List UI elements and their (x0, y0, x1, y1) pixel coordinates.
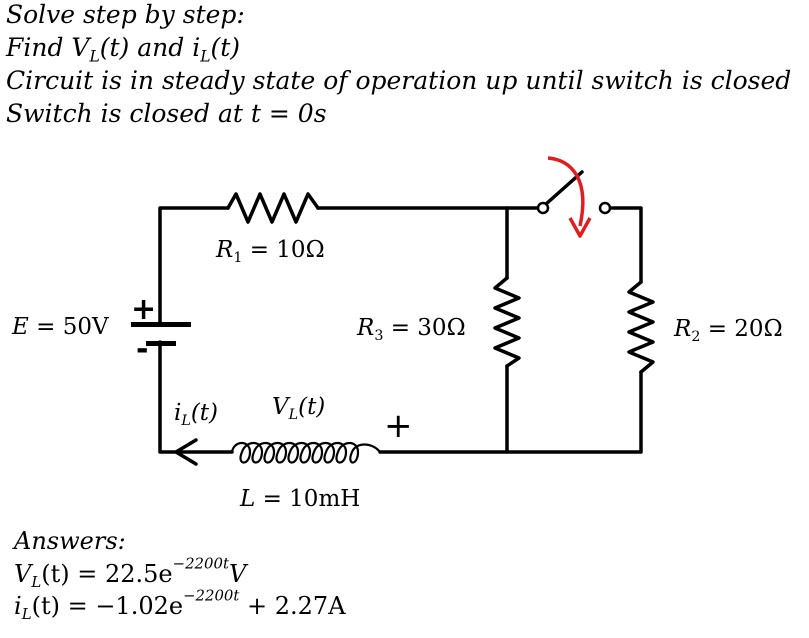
resistor-r3 (493, 276, 521, 368)
source-label: E = 50V (12, 314, 109, 340)
problem-line-1: Solve step by step: (6, 0, 245, 29)
wire-right-top (610, 206, 643, 284)
answers-title: Answers: (14, 527, 126, 555)
wire-top-middle (316, 206, 509, 280)
switch-contact-right (598, 201, 612, 215)
switch-arrow (547, 156, 585, 227)
problem-line-4: Switch is closed at t = 0s (6, 99, 327, 128)
r2-label: R2 = 20Ω (674, 316, 783, 345)
current-label: iL(t) (174, 400, 219, 429)
problem-line-2: Find VL(t) and iL(t) (6, 33, 241, 66)
answer-voltage: VL(t) = 22.5e−2200tV (14, 554, 247, 592)
r3-label: R3 = 30Ω (357, 315, 466, 344)
source-minus-sign: - (136, 332, 149, 367)
switch-contact-left (536, 201, 550, 215)
battery-long-plate (131, 322, 191, 327)
inductor-label: L = 10mH (240, 486, 361, 512)
resistor-r2 (627, 280, 655, 374)
battery-short-plate (146, 341, 176, 346)
resistor-r1 (226, 192, 320, 224)
wire-top-left (158, 206, 230, 327)
switch-arrow-head (568, 217, 592, 238)
answer-current: iL(t) = −1.02e−2200t + 2.27A (14, 586, 346, 624)
inductor-plus-sign: + (384, 406, 413, 446)
problem-line-3: Circuit is in steady state of operation … (6, 66, 792, 95)
wire-bottom-left (158, 340, 234, 454)
source-plus-sign: + (131, 292, 157, 327)
r1-label: R1 = 10Ω (216, 237, 325, 266)
current-arrow (174, 438, 198, 466)
wire-right-bottom (378, 370, 643, 454)
inductor-l (230, 441, 382, 464)
inductor-voltage-label: VL(t) (272, 394, 326, 423)
